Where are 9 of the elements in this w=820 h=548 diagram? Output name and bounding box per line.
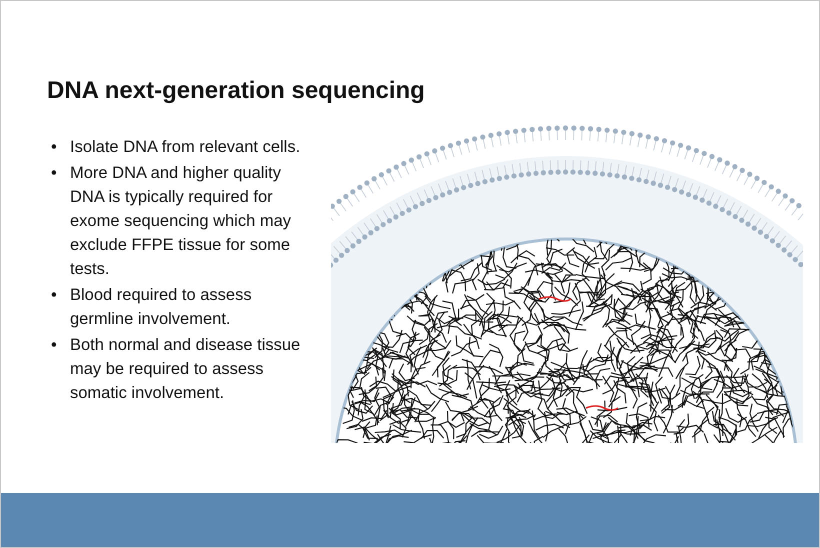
bullet-text: More DNA and higher quality DNA is typically required for exome sequencing which may exclude FFPE tissue for some tests.	[70, 163, 292, 280]
bullet-marker: •	[51, 285, 58, 306]
bullet-text: Both normal and disease tissue may be required to assess somatic involvement.	[70, 335, 302, 404]
bullet-text: Isolate DNA from relevant cells.	[70, 137, 302, 158]
bullet-marker: •	[51, 137, 58, 158]
slide-title: DNA next-generation sequencing	[47, 77, 425, 105]
bullet-marker: •	[51, 163, 58, 184]
bullet-text: Blood required to assess germline involvement.	[70, 285, 253, 330]
bullet-marker: •	[51, 335, 58, 356]
